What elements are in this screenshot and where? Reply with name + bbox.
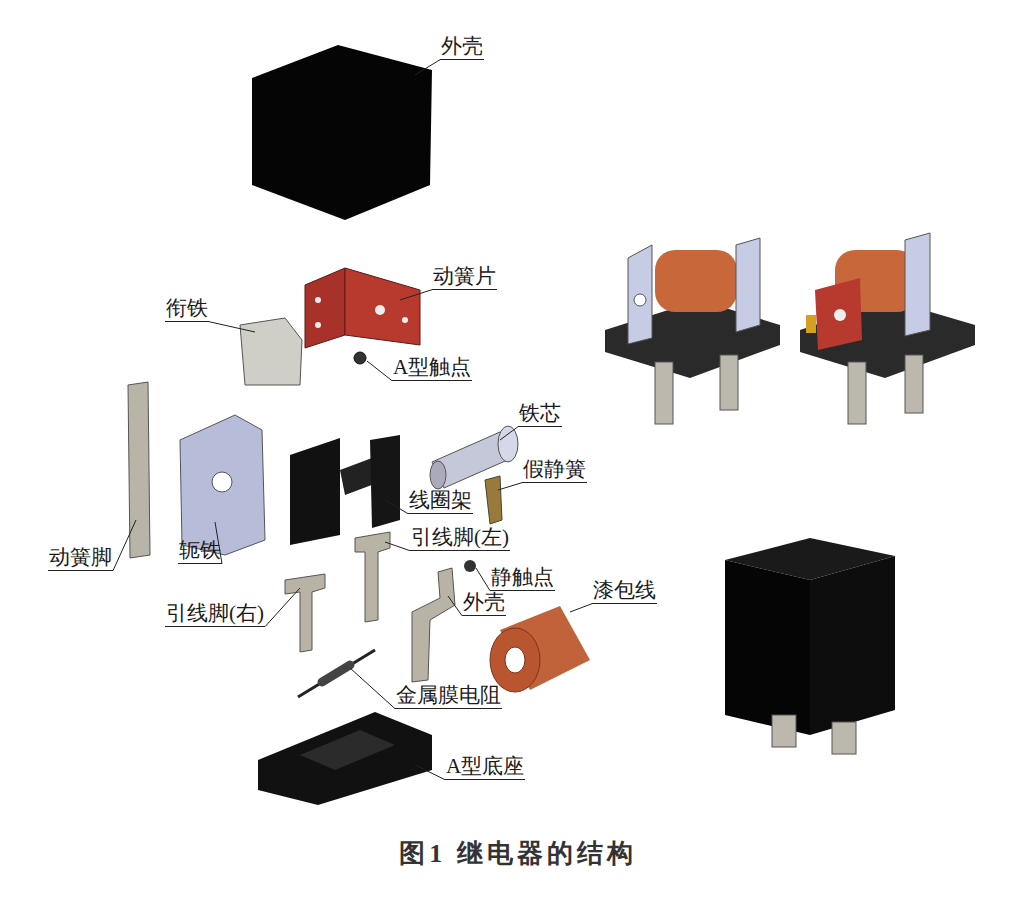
lead-pin-part [285, 574, 325, 652]
relay-housing [725, 538, 895, 754]
leader-line [500, 427, 518, 440]
leader-line [415, 765, 445, 780]
part-label: A型触点 [392, 355, 472, 381]
part-label: 引线脚(左) [410, 525, 510, 551]
leader-line [476, 568, 490, 591]
moving-spring-part [305, 268, 420, 348]
fake-spring-part [485, 476, 502, 524]
part-label: 假静簧 [522, 457, 587, 483]
leader-line [367, 361, 392, 381]
part-label: 引线脚(右) [165, 601, 265, 627]
armature-part [240, 318, 302, 385]
part-label: 外壳 [462, 590, 506, 616]
coil-part [490, 606, 590, 692]
part-label: 动簧片 [432, 264, 497, 290]
contact-part [464, 560, 476, 572]
leader-line [209, 322, 255, 332]
leader-line [113, 520, 136, 571]
leader-line [570, 604, 592, 612]
leader-line [498, 483, 522, 490]
leader-line [350, 668, 395, 709]
terminal-part [412, 568, 455, 682]
part-label: 外壳 [440, 34, 484, 60]
leader-line [385, 542, 410, 551]
base-part [258, 712, 432, 805]
resistor-part [298, 650, 375, 697]
leader-line [415, 60, 440, 75]
assembled-relay [800, 233, 975, 424]
spring-foot-part [128, 382, 150, 558]
shell-part [252, 45, 432, 220]
bobbin-part [290, 435, 400, 545]
leader-line [448, 596, 462, 616]
part-label: 衔铁 [165, 296, 209, 322]
leader-line [385, 500, 408, 514]
part-label: 金属膜电阻 [395, 683, 502, 709]
part-label: 漆包线 [592, 578, 657, 604]
yoke-part [180, 415, 265, 555]
part-label: 轭铁 [178, 538, 222, 564]
part-label: 静触点 [490, 565, 555, 591]
part-label: 动簧脚 [48, 545, 113, 571]
contact-part [354, 352, 366, 364]
iron-core-part [430, 426, 518, 489]
part-label: A型底座 [445, 754, 525, 780]
assembled-relay [605, 238, 780, 424]
figure-caption: 图1 继电器的结构 [399, 836, 637, 871]
leader-line [400, 290, 432, 300]
lead-pin-part [355, 532, 390, 622]
part-label: 线圈架 [408, 488, 473, 514]
part-label: 铁芯 [518, 401, 562, 427]
leader-line [265, 588, 300, 627]
